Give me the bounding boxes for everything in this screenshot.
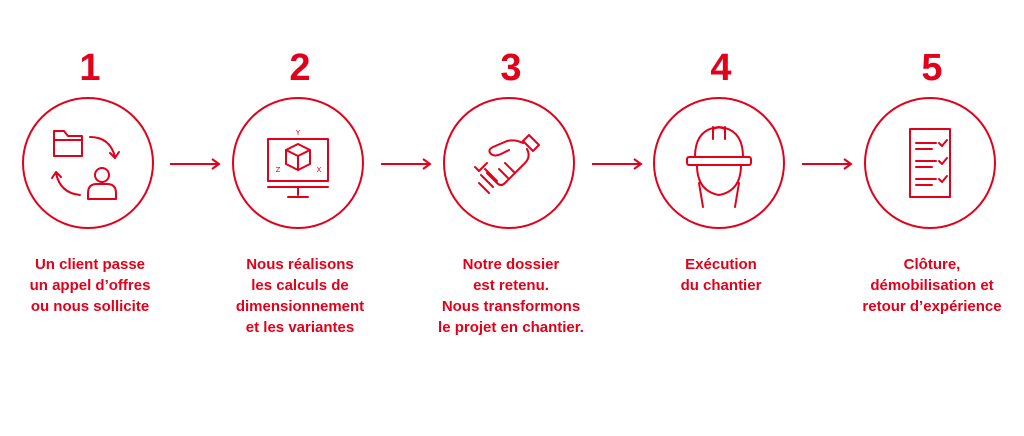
- step-icon-circle: [864, 97, 996, 229]
- caption-line: un appel d’offres: [29, 277, 151, 294]
- caption-line: Notre dossier: [462, 256, 560, 273]
- caption-line: le projet en chantier.: [438, 319, 584, 336]
- caption-line: du chantier: [680, 277, 762, 294]
- step-number: 2: [289, 47, 311, 89]
- caption-line: ou nous sollicite: [30, 298, 150, 315]
- hard-hat-worker-icon: [686, 126, 752, 208]
- arrow-right-icon: [592, 158, 643, 170]
- caption-line: démobilisation et: [870, 277, 994, 294]
- step-icon-circle: [443, 97, 575, 229]
- step-icon-circle: Y Z X: [232, 97, 364, 229]
- caption-line: et les variantes: [245, 319, 355, 336]
- step-caption: Clôture, démobilisation et retour d’expé…: [832, 254, 1024, 317]
- arrow-right-icon: [802, 158, 853, 170]
- step-number: 4: [710, 47, 732, 89]
- step-number: 3: [500, 47, 522, 89]
- 3d-cube-monitor-icon: Y Z X: [267, 129, 329, 198]
- step-caption: Nous réalisons les calculs de dimensionn…: [200, 254, 400, 338]
- caption-line: dimensionnement: [235, 298, 365, 315]
- caption-line: est retenu.: [473, 277, 549, 294]
- caption-line: les calculs de: [251, 277, 349, 294]
- caption-line: Clôture,: [903, 256, 961, 273]
- checklist-icon: [909, 128, 951, 198]
- svg-text:Z: Z: [276, 166, 281, 174]
- step-icon-circle: [653, 97, 785, 229]
- step-caption: Notre dossier est retenu. Nous transform…: [411, 254, 611, 338]
- step-icon-circle: [22, 97, 154, 229]
- arrow-right-icon: [381, 158, 432, 170]
- caption-line: Exécution: [685, 256, 757, 273]
- caption-line: Nous transformons: [441, 298, 581, 315]
- folder-client-cycle-icon: [51, 130, 120, 200]
- svg-text:Y: Y: [295, 129, 301, 137]
- caption-line: Nous réalisons: [246, 256, 354, 273]
- caption-line: Un client passe: [34, 256, 146, 273]
- step-caption: Un client passe un appel d’offres ou nou…: [0, 254, 190, 317]
- step-caption: Exécution du chantier: [621, 254, 821, 296]
- arrow-right-icon: [170, 158, 221, 170]
- svg-text:X: X: [317, 166, 322, 174]
- step-number: 1: [79, 47, 101, 89]
- step-number: 5: [921, 47, 943, 89]
- handshake-icon: [474, 134, 540, 194]
- caption-line: retour d’expérience: [862, 298, 1002, 315]
